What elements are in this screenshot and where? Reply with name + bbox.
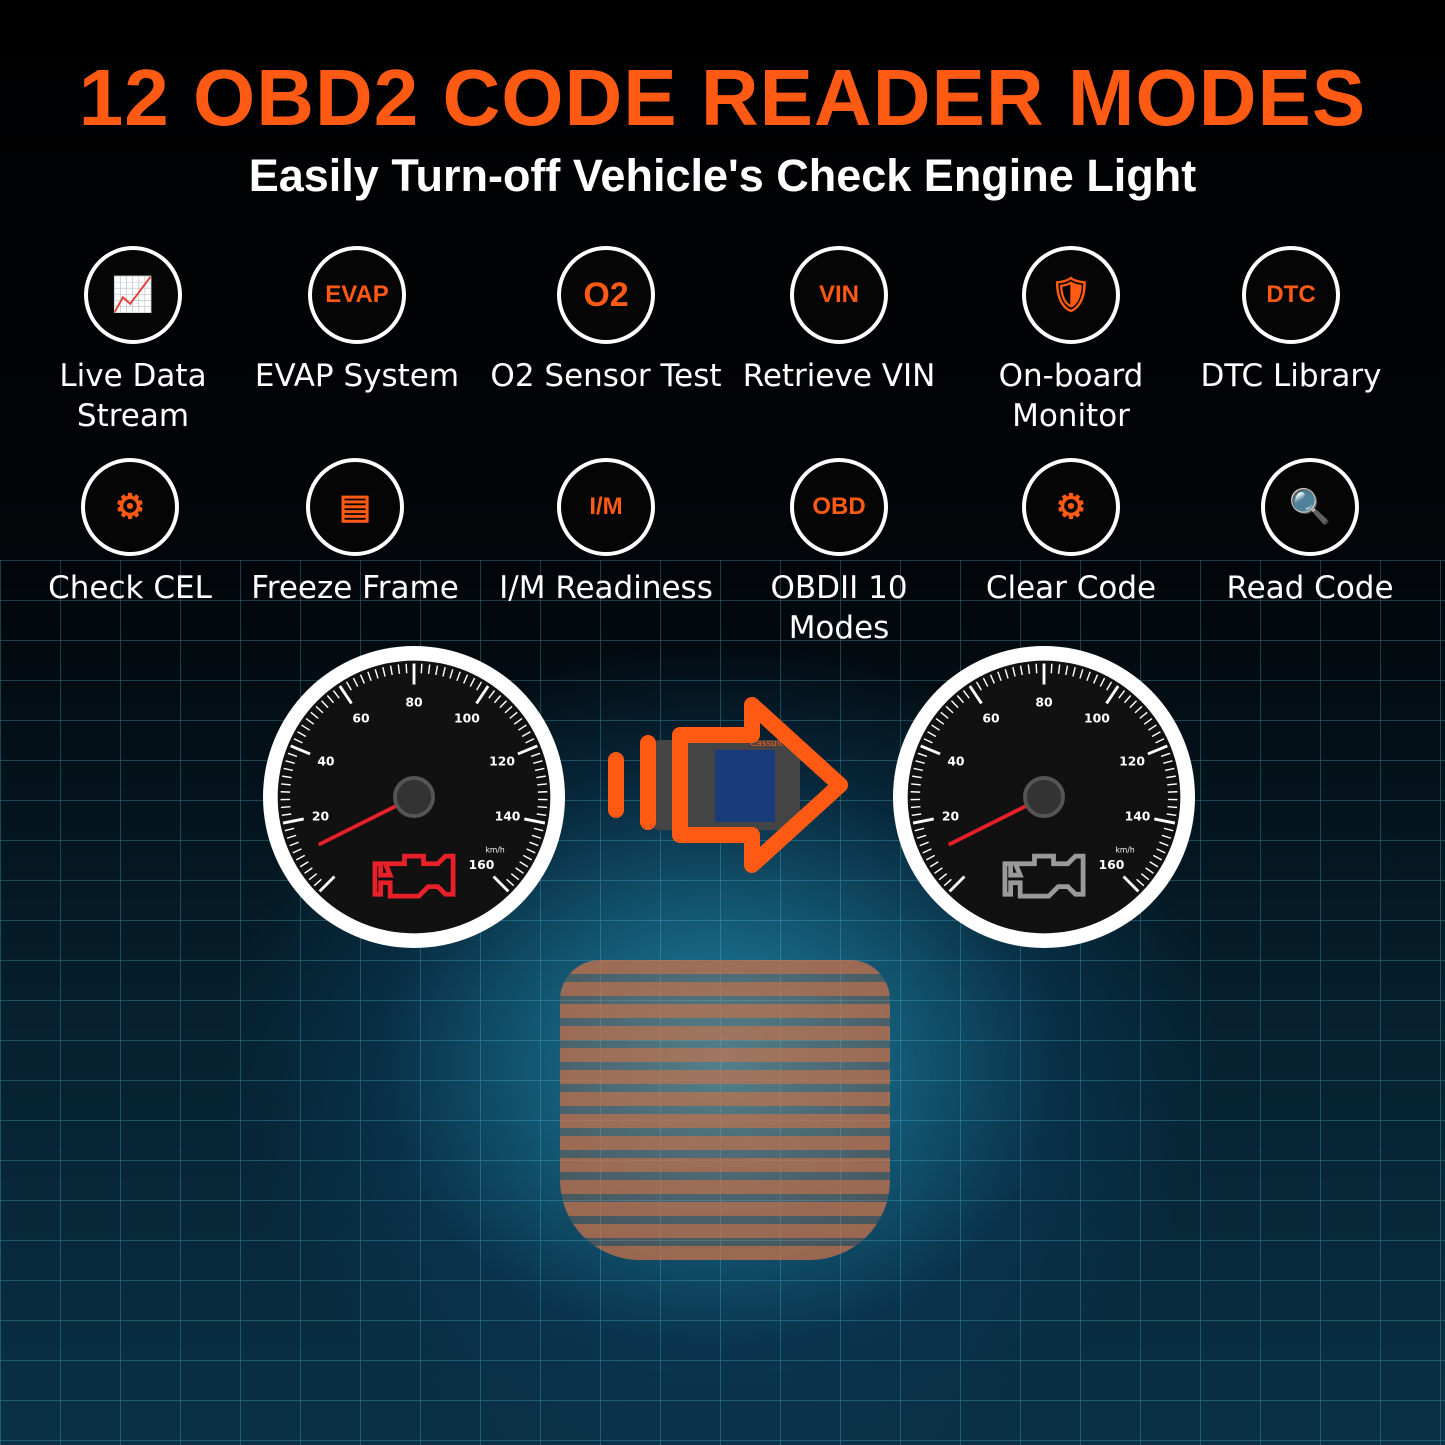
gauge-check-engine-off: 20 40 60 80 100 120 140 160 km/h (893, 646, 1195, 948)
car-gear-icon: ⚙ (1022, 458, 1120, 556)
gauge-tick-label: 160 (1098, 857, 1124, 872)
mode-item: ▤ Freeze Frame (235, 458, 475, 608)
gauge-tick-label: 140 (495, 808, 521, 823)
mode-item: ⚙ Clear Code (951, 458, 1191, 608)
check-engine-icon (1002, 853, 1086, 899)
mode-label: EVAP System (254, 358, 460, 394)
car-o2-icon: O2 (557, 246, 655, 344)
mode-label: I/M Readiness (499, 570, 713, 606)
gauge-tick-label: 100 (1084, 710, 1110, 725)
mode-item: DTC DTC Library (1171, 246, 1411, 396)
gauge-tick-label: 160 (468, 857, 494, 872)
gauge-unit: km/h (486, 845, 505, 854)
mode-label: Read Code (1226, 570, 1394, 606)
mode-item: 🔍 Read Code (1190, 458, 1430, 608)
gauge-tick-label: 60 (982, 710, 1000, 725)
mode-item: 🛡 On-board Monitor (951, 246, 1191, 436)
mode-label: Check CEL (48, 570, 212, 606)
im-icon: I/M (557, 458, 655, 556)
gauge-tick-label: 80 (405, 694, 423, 709)
mode-label: Freeze Frame (251, 570, 459, 606)
mode-label: On-board Monitor (998, 358, 1144, 434)
car-shield-icon: 🛡 (1022, 246, 1120, 344)
device-brand: Cassuit (750, 739, 783, 749)
mode-item: EVAP EVAP System (237, 246, 477, 396)
gauge-tick-label: 120 (489, 753, 515, 768)
car-vin-icon: VIN (790, 246, 888, 344)
mode-label: Live Data Stream (59, 358, 207, 434)
headline: 12 OBD2 CODE READER MODES (78, 53, 1367, 142)
mode-item: I/M I/M Readiness (486, 458, 726, 608)
gauge-unit: km/h (1116, 845, 1135, 854)
gauge-tick-label: 20 (312, 808, 330, 823)
mode-label: Retrieve VIN (742, 358, 936, 394)
gauge-tick-label: 20 (942, 808, 960, 823)
mode-item: VIN Retrieve VIN (719, 246, 959, 396)
gauge-tick-label: 100 (454, 710, 480, 725)
gauge-tick-label: 60 (352, 710, 370, 725)
mode-label: Clear Code (985, 570, 1157, 606)
gauge-tick-label: 80 (1035, 694, 1053, 709)
scan-arrow: Cassuit (608, 697, 848, 873)
gauge-tick-label: 40 (947, 753, 965, 768)
gauge-check-engine-on: 20 40 60 80 100 120 140 160 km/h (263, 646, 565, 948)
mode-label: DTC Library (1200, 358, 1382, 394)
mode-label: O2 Sensor Test (490, 358, 722, 394)
mode-item: O2 O2 Sensor Test (486, 246, 726, 396)
engine-icon: ⚙ (81, 458, 179, 556)
engine-hologram (560, 960, 890, 1260)
check-engine-icon (372, 853, 456, 899)
gauge-tick-label: 40 (317, 753, 335, 768)
mode-item: 📈 Live Data Stream (13, 246, 253, 436)
gauge-tick-label: 120 (1119, 753, 1145, 768)
mode-item: ⚙ Check CEL (10, 458, 250, 608)
mode-item: OBD OBDII 10 Modes (719, 458, 959, 648)
car-evap-icon: EVAP (308, 246, 406, 344)
car-search-icon: 🔍 (1261, 458, 1359, 556)
subheadline: Easily Turn-off Vehicle's Check Engine L… (248, 150, 1197, 201)
freeze-frame-icon: ▤ (306, 458, 404, 556)
car-dtc-search-icon: DTC (1242, 246, 1340, 344)
obd-icon: OBD (790, 458, 888, 556)
gauge-tick-label: 140 (1125, 808, 1151, 823)
chart-icon: 📈 (84, 246, 182, 344)
mode-label: OBDII 10 Modes (770, 570, 908, 646)
